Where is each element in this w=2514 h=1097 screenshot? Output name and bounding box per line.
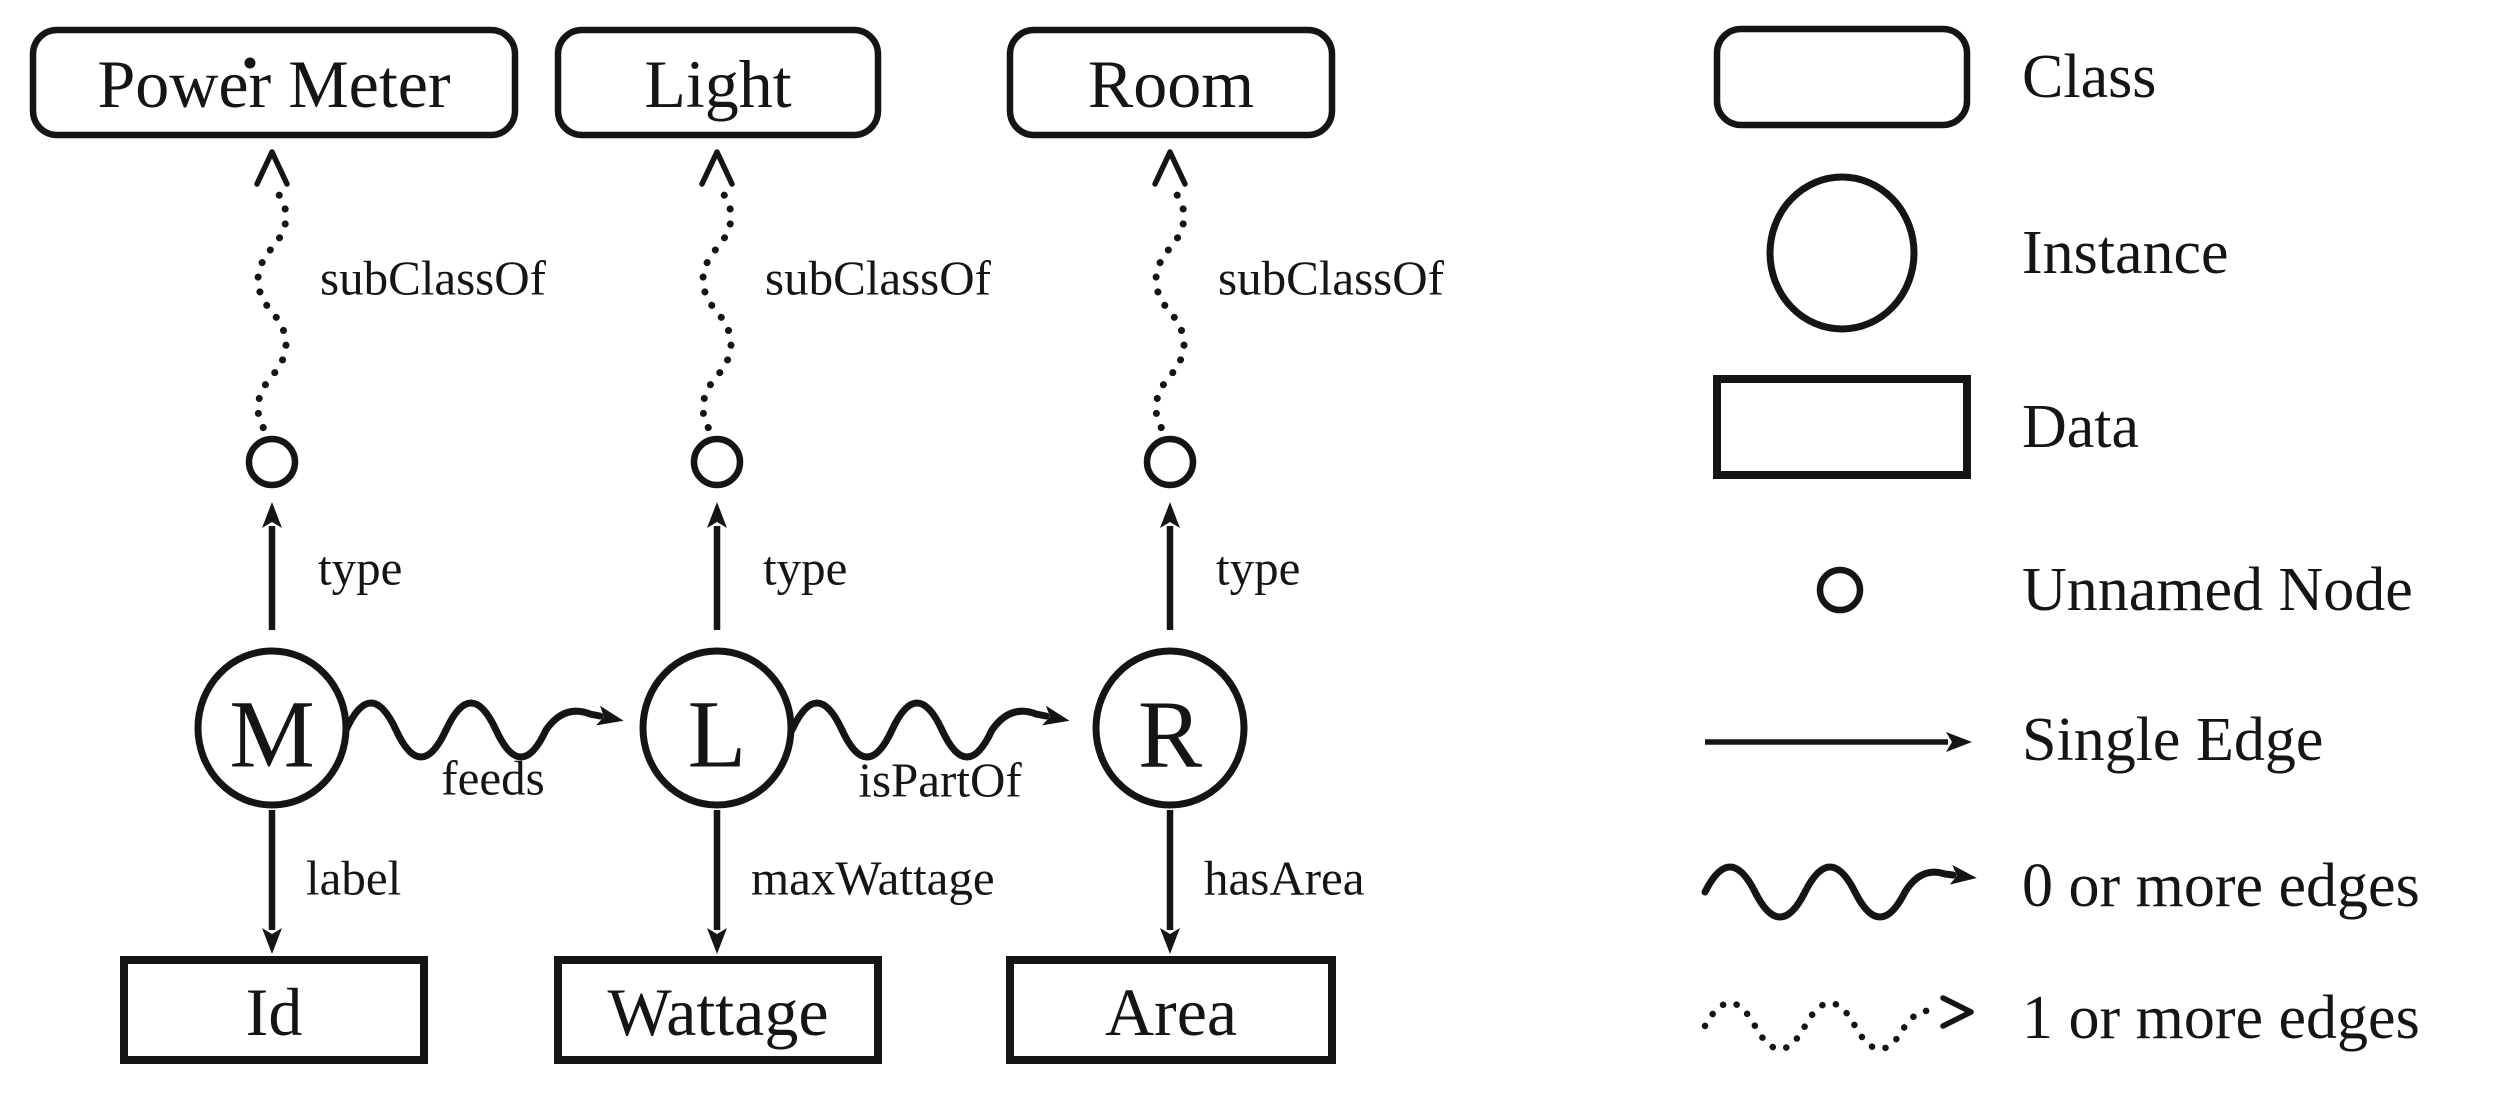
unnamed-node-1 [245,435,299,489]
subclassof-edge-squiggle-2 [699,182,735,444]
legend-zero-or-more-edges-label: 0 or more edges [2022,852,2420,920]
data-node-area-label: Area [1105,974,1237,1050]
legend-data-shape [1713,375,1971,479]
dot-artifact [244,57,256,69]
legend-data-label: Data [2022,393,2139,461]
class-node-light-label: Light [644,46,791,122]
label-edge-label: label [306,851,401,906]
ispartof-edge-label: isPartOf [858,753,1022,808]
subclassof-edge-squiggle-1 [254,182,290,444]
instance-node-l-label: L [688,681,747,788]
legend-unnamed-node-shape [1816,566,1864,614]
column-power-meter: Power Meter subClassOf type M label Id [29,26,547,1064]
type-edge-label-3: type [1216,541,1300,596]
legend-one-or-more-edges-label: 1 or more edges [2022,984,2420,1052]
instance-node-m-label: M [229,681,314,788]
column-room: Room subClassOf type R hasArea Area [1006,26,1445,1064]
data-node-id-label: Id [246,974,303,1050]
legend: Class Instance Data Unnamed Node Single … [1701,25,2420,1053]
class-node-light [554,26,882,139]
subclassof-arrowhead-icon-3 [1152,149,1188,187]
legend-class-label: Class [2022,43,2156,111]
data-node-area [1006,956,1336,1064]
instance-edges: feeds isPartOf [342,699,1070,808]
subclassof-arrowhead-icon-2 [699,149,735,187]
ispartof-edge-wavy-arrow [788,699,1070,761]
maxwattage-edge-label: maxWattage [751,851,995,906]
data-node-wattage-label: Wattage [607,974,828,1050]
legend-unnamed-node-label: Unnamed Node [2022,556,2413,624]
legend-single-edge-label: Single Edge [2022,706,2323,774]
legend-class-shape [1713,25,1971,129]
subclassof-edge-label-1: subClassOf [320,251,547,306]
data-node-wattage [554,956,882,1064]
feeds-edge-label: feeds [441,751,544,806]
type-edge-label-2: type [763,541,847,596]
class-node-room [1006,26,1336,139]
class-node-power-meter [29,26,519,139]
instance-node-r [1092,647,1248,809]
legend-zero-or-more-edges-arrow [1701,863,1977,921]
subclassof-edge-label-3: subClassOf [1218,251,1445,306]
hasarea-edge-label: hasArea [1204,851,1365,906]
legend-instance-label: Instance [2022,219,2229,287]
unnamed-node-2 [690,435,744,489]
subclassof-edge-label-2: subClassOf [765,251,992,306]
feeds-edge-wavy-arrow [342,699,624,761]
data-node-id [120,956,428,1064]
instance-node-r-label: R [1138,681,1202,788]
unnamed-node-3 [1143,435,1197,489]
legend-one-or-more-edges-arrowhead-icon [1940,995,1974,1029]
subclassof-arrowhead-icon-1 [254,149,290,187]
column-light: Light subClassOf type L maxWattage Watta… [554,26,995,1064]
legend-instance-shape [1766,173,1918,333]
subclassof-edge-squiggle-3 [1152,182,1188,444]
class-node-power-meter-label: Power Meter [97,46,450,122]
class-node-room-label: Room [1088,46,1254,122]
type-edge-label-1: type [318,541,402,596]
legend-one-or-more-edges-squiggle [1701,999,1943,1053]
